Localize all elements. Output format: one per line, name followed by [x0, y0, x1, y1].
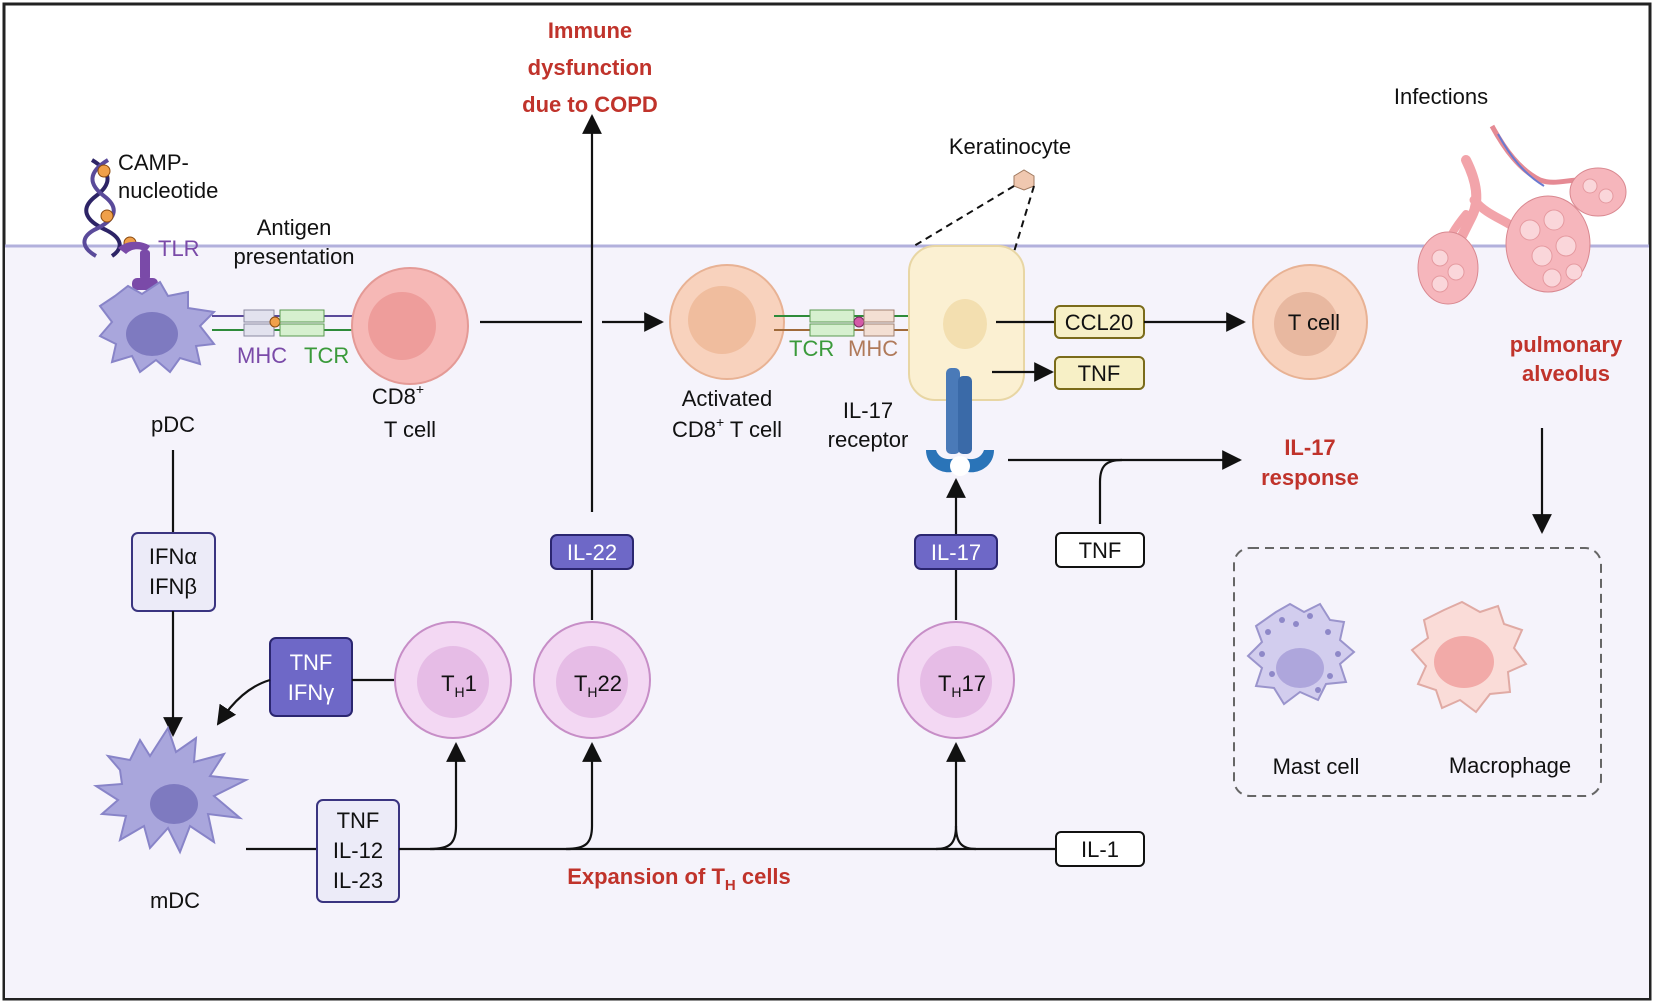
tnf-keratinocyte-box: [1054, 356, 1145, 390]
camp-label-1: CAMP-: [118, 150, 189, 175]
activated-cd8-t-cell-icon: [669, 264, 785, 380]
tnf-ifng-to-mdc-arrow: [216, 678, 271, 726]
camp-label-2: nucleotide: [118, 178, 218, 203]
pulmonary-label-2: alveolus: [1522, 361, 1610, 386]
cytokines-box: [316, 799, 400, 903]
tnf-ifng-box: [269, 637, 353, 717]
tnf-response-label: TNF: [1079, 538, 1122, 563]
tnf-keratinocyte-label: TNF: [1078, 361, 1121, 386]
il17-receptor-label-1: IL-17: [843, 398, 893, 423]
mdc-cell-icon: [92, 725, 250, 855]
cytokine-il12-label: IL-12: [333, 838, 383, 863]
th22-label: TH22: [574, 671, 622, 700]
keratinocyte-label: Keratinocyte: [949, 134, 1071, 159]
cd8-t-cell-icon: [351, 267, 469, 385]
il17-response-label-2: response: [1261, 465, 1359, 490]
ifn-beta-label: IFNβ: [149, 574, 197, 599]
pdc-label: pDC: [151, 412, 195, 437]
lung-alveolus-icon: [1417, 124, 1627, 305]
il17-receptor-icon: [926, 368, 994, 476]
antigen-label-2: presentation: [233, 244, 354, 269]
ifn-alpha-label: IFNα: [149, 544, 197, 569]
cd8-label: CD8+: [372, 381, 424, 409]
tcr-label-1: TCR: [304, 343, 349, 368]
tcr-mhc-complex-2: [774, 309, 918, 337]
il1-label: IL-1: [1081, 837, 1119, 862]
activated-label-1: Activated: [682, 386, 773, 411]
th17-label: TH17: [938, 671, 986, 700]
keratinocyte-cell-icon: [908, 245, 1025, 401]
th1-label: TH1: [441, 671, 477, 700]
macrophage-label: Macrophage: [1449, 753, 1571, 778]
to-th1-arrow: [429, 742, 466, 851]
pdc-cell-icon: [98, 280, 217, 374]
immune-line-1: Immune: [548, 18, 632, 43]
mhc-label-2: MHC: [848, 336, 898, 361]
immune-dysfunction-label: Immune dysfunction due to COPD: [522, 18, 658, 117]
tnf-ifng-label-1: TNF: [290, 650, 333, 675]
cd8-label-2: T cell: [384, 417, 436, 442]
pulmonary-label-1: pulmonary: [1510, 332, 1623, 357]
immune-line-3: due to COPD: [522, 92, 658, 117]
il17-label: IL-17: [931, 540, 981, 565]
antigen-label-1: Antigen: [257, 215, 332, 240]
t-cell-icon: [1252, 264, 1368, 380]
mhc-tcr-complex-1: [212, 309, 360, 337]
tnf-response-box: [1055, 532, 1145, 568]
th17-cell-icon: [897, 621, 1015, 739]
immune-line-2: dysfunction: [528, 55, 653, 80]
expansion-label: Expansion of TH cells: [567, 864, 791, 894]
il17-response-label-1: IL-17: [1284, 435, 1335, 460]
il1-box: [1055, 831, 1145, 867]
tcr-label-2: TCR: [789, 336, 834, 361]
mhc-label-1: MHC: [237, 343, 287, 368]
th22-cell-icon: [533, 621, 651, 739]
mast-cell-label: Mast cell: [1273, 754, 1360, 779]
tissue-region: [5, 246, 1649, 998]
camp-nucleotide-icon: [82, 158, 137, 258]
cytokine-il23-label: IL-23: [333, 868, 383, 893]
il17-box: [914, 534, 998, 570]
tnf-ifng-label-2: IFNγ: [288, 680, 334, 705]
innate-cells-box: [1233, 547, 1602, 797]
macrophage-icon: [1410, 600, 1528, 714]
mdc-label: mDC: [150, 888, 200, 913]
cytokine-tnf-label: TNF: [337, 808, 380, 833]
il17-receptor-label-2: receptor: [828, 427, 909, 452]
t-cell-label: T cell: [1288, 310, 1340, 335]
infections-label: Infections: [1394, 84, 1488, 109]
zoom-line-left: [913, 185, 1015, 247]
activated-label-2: CD8+ T cell: [672, 414, 782, 442]
mast-cell-icon: [1246, 602, 1356, 706]
ccl20-label: CCL20: [1065, 310, 1133, 335]
th1-cell-icon: [394, 621, 512, 739]
il1-merge-line: [954, 825, 977, 851]
to-th22-arrow: [565, 742, 602, 851]
il22-box: [550, 534, 634, 570]
tlr-label: TLR: [158, 236, 200, 261]
tnf-merge-line: [1098, 458, 1123, 524]
il22-label: IL-22: [567, 540, 617, 565]
